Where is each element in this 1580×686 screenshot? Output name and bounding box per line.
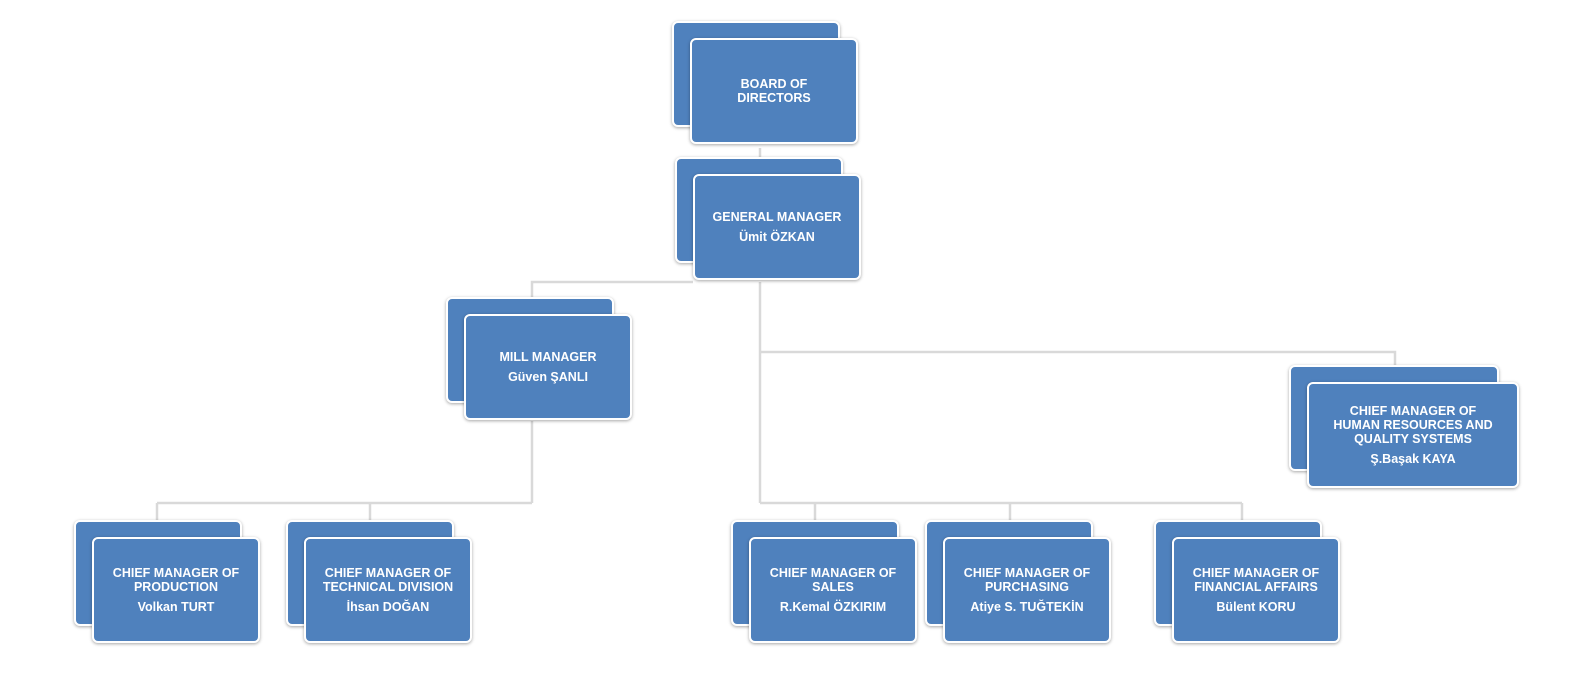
box-card: CHIEF MANAGER OF PRODUCTION Volkan TURT xyxy=(92,537,260,643)
box-person: Bülent KORU xyxy=(1216,600,1296,614)
connector-gm-hr xyxy=(760,350,1397,368)
box-card: BOARD OF DIRECTORS xyxy=(690,38,858,144)
box-title: CHIEF MANAGER OF TECHNICAL DIVISION xyxy=(322,566,454,594)
box-card: CHIEF MANAGER OF FINANCIAL AFFAIRS Bülen… xyxy=(1172,537,1340,643)
box-person: Volkan TURT xyxy=(137,600,215,614)
box-person: Ş.Başak KAYA xyxy=(1370,452,1456,466)
box-person: İhsan DOĞAN xyxy=(346,600,430,614)
box-person: Ümit ÖZKAN xyxy=(739,230,815,244)
box-title: CHIEF MANAGER OF PRODUCTION xyxy=(112,566,240,594)
box-card: CHIEF MANAGER OF SALES R.Kemal ÖZKIRIM xyxy=(749,537,917,643)
box-person: Güven ŞANLI xyxy=(508,370,588,384)
box-card: CHIEF MANAGER OF TECHNICAL DIVISION İhsa… xyxy=(304,537,472,643)
box-card: CHIEF MANAGER OF PURCHASING Atiye S. TUĞ… xyxy=(943,537,1111,643)
box-person: R.Kemal ÖZKIRIM xyxy=(779,600,887,614)
box-card: CHIEF MANAGER OF HUMAN RESOURCES AND QUA… xyxy=(1307,382,1519,488)
box-title: CHIEF MANAGER OF HUMAN RESOURCES AND QUA… xyxy=(1333,404,1493,446)
box-person: Atiye S. TUĞTEKİN xyxy=(970,600,1084,614)
box-title: BOARD OF DIRECTORS xyxy=(737,77,811,105)
box-title: CHIEF MANAGER OF FINANCIAL AFFAIRS xyxy=(1192,566,1320,594)
box-card: GENERAL MANAGER Ümit ÖZKAN xyxy=(693,174,861,280)
box-title: CHIEF MANAGER OF SALES xyxy=(769,566,897,594)
connector-gm-mill xyxy=(530,280,693,297)
box-title: MILL MANAGER xyxy=(499,350,597,364)
box-title: CHIEF MANAGER OF PURCHASING xyxy=(963,566,1091,594)
box-title: GENERAL MANAGER xyxy=(712,210,842,224)
box-card: MILL MANAGER Güven ŞANLI xyxy=(464,314,632,420)
